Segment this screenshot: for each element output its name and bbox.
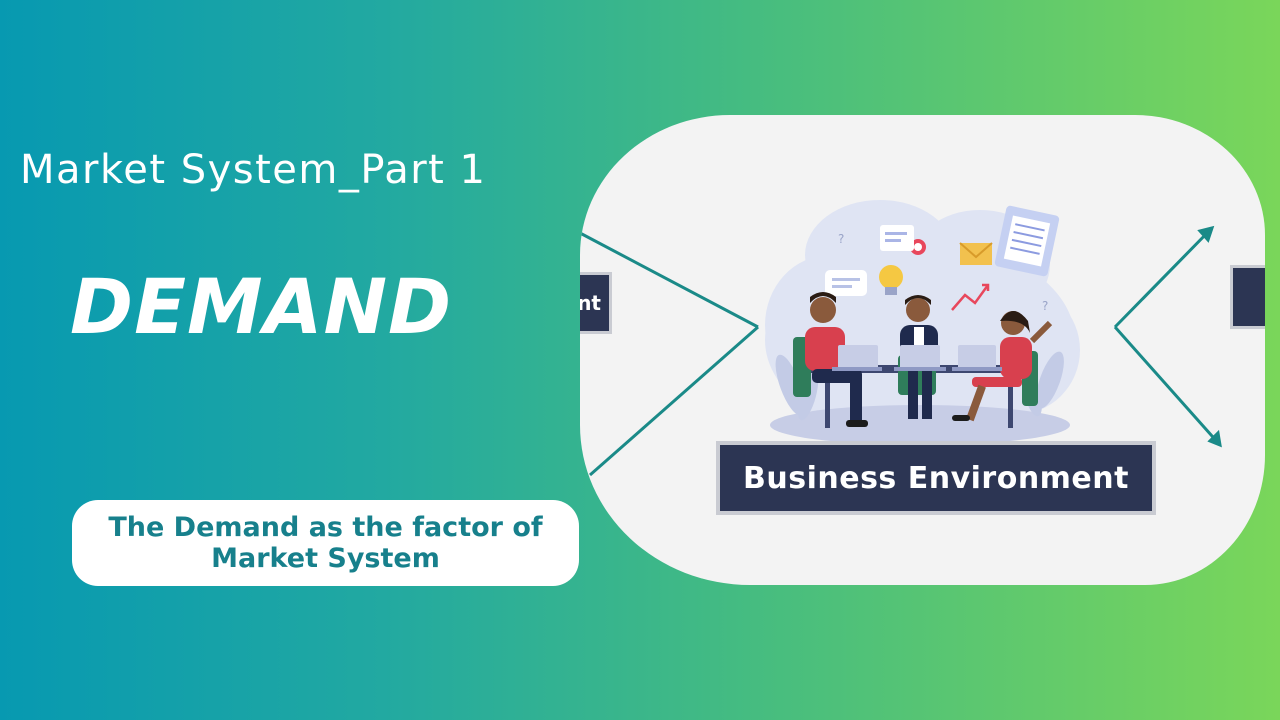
illustration-graphic: ? ? xyxy=(580,200,1222,477)
caption-box: The Demand as the factor of Market Syste… xyxy=(72,500,579,586)
svg-text:?: ? xyxy=(1042,299,1048,313)
envelope-icon xyxy=(959,242,993,265)
person-right xyxy=(952,311,1053,422)
business-environment-image: ? ? xyxy=(580,115,1265,585)
business-environment-label: Business Environment xyxy=(716,441,1156,515)
svg-text:?: ? xyxy=(838,232,844,246)
form-icon xyxy=(880,225,914,251)
growth-chart-icon xyxy=(951,283,990,311)
caption-text: The Demand as the factor of Market Syste… xyxy=(108,512,543,574)
right-label-box xyxy=(1230,265,1265,329)
business-environment-text: Business Environment xyxy=(743,460,1129,496)
slide-subtitle: Market System_Part 1 xyxy=(20,147,487,193)
left-arrows xyxy=(580,231,759,477)
laptop-right xyxy=(952,345,1002,371)
slide-title: DEMAND xyxy=(70,262,453,351)
chat-bubble-icon xyxy=(825,270,867,296)
question-marks: ? ? xyxy=(838,232,1048,313)
laptop-middle xyxy=(894,345,946,371)
laptop-left xyxy=(832,345,882,371)
left-label-fragment: nt xyxy=(580,291,601,315)
right-arrows xyxy=(1113,225,1222,448)
person-left xyxy=(805,292,868,427)
lightbulb-icon xyxy=(879,265,903,295)
document-icon xyxy=(994,205,1060,277)
left-label-box: nt xyxy=(580,272,612,334)
